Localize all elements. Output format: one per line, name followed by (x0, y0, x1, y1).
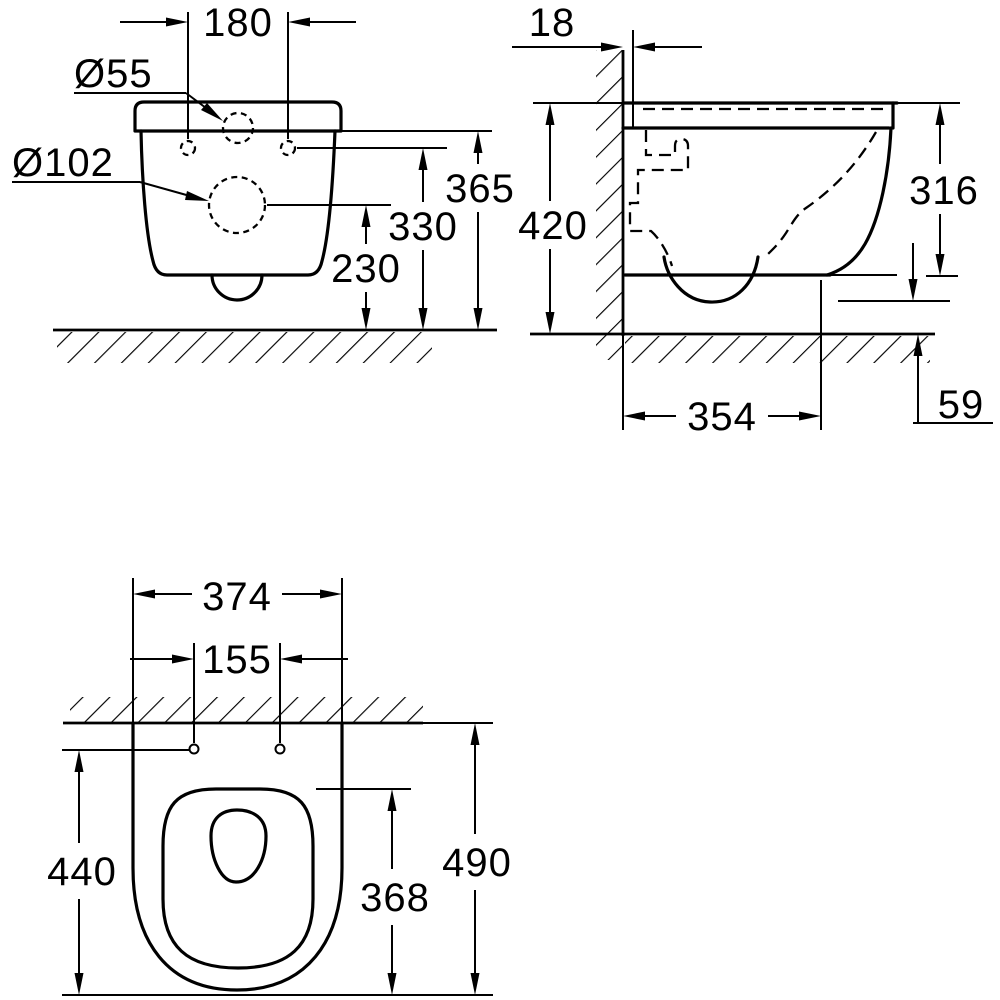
trap-curve (662, 255, 760, 304)
bowl-opening-outline (209, 808, 268, 884)
dim-plan-368-label: 368 (360, 876, 430, 920)
dim-side-depth-bowl: 354 (622, 280, 822, 439)
label-flush-hole: Ø55 (74, 52, 223, 121)
outer-outline (131, 721, 344, 992)
toilet-side-outline (533, 101, 960, 304)
side-wall (596, 30, 634, 360)
side-view: 18 420 316 354 (512, 1, 993, 439)
dim-side-height-bowl: 316 (909, 103, 979, 277)
drain-hole-circle (207, 175, 267, 235)
dim-side-height-total: 420 (518, 103, 588, 334)
bowl-body (139, 129, 337, 277)
dim-plan-155-label: 155 (202, 638, 272, 682)
dim-front-height-holes: 330 (297, 147, 458, 330)
dim-plan-depth-total: 490 (442, 723, 512, 995)
dim-plan-seat-depth: 368 (316, 788, 430, 995)
dim-front-o102-label: Ø102 (12, 141, 114, 185)
dim-front-hole-spacing: 180 (120, 1, 356, 139)
wall-hatch (596, 50, 623, 360)
plan-view: 374 155 440 368 (47, 575, 512, 996)
dim-side-354-label: 354 (687, 395, 757, 439)
cistern-rim (133, 100, 343, 133)
bowl-front-curve (825, 126, 893, 277)
dim-front-height-drain: 230 (267, 204, 401, 330)
dim-side-outlet-clearance: 59 (838, 243, 993, 427)
dim-plan-depth-to-holes: 440 (47, 749, 189, 995)
dim-front-230-label: 230 (331, 247, 401, 291)
dim-plan-490-label: 490 (442, 841, 512, 885)
mounting-hole-right (279, 139, 297, 157)
mounting-hole-left (179, 139, 197, 157)
floor-hatch (57, 332, 432, 363)
dim-front-365-label: 365 (445, 167, 515, 211)
plan-wall (63, 697, 493, 725)
dim-side-316-label: 316 (909, 169, 979, 213)
dim-front-180-label: 180 (203, 1, 273, 45)
dim-side-59-label: 59 (938, 383, 985, 427)
toilet-plan-outline (131, 721, 344, 992)
label-drain-hole: Ø102 (12, 141, 209, 201)
front-floor (53, 328, 497, 363)
front-view: 180 Ø55 Ø102 365 3 (12, 1, 515, 363)
dim-plan-374-label: 374 (202, 575, 272, 619)
drain-bump (210, 273, 264, 302)
dim-plan-hole-spacing: 155 (130, 638, 348, 743)
bowl-inner-hidden-line (764, 131, 877, 258)
dim-plan-width: 374 (132, 575, 343, 723)
dim-plan-440-label: 440 (47, 850, 117, 894)
dim-side-wall-gap: 18 (512, 1, 702, 52)
dim-front-o55-label: Ø55 (74, 52, 153, 96)
mounting-hole-left (188, 743, 200, 755)
dim-front-height-rim: 365 (341, 130, 515, 330)
floor-hatch (625, 336, 930, 363)
seat-rim-outline (161, 787, 315, 970)
mounting-hole-right (274, 743, 286, 755)
dim-side-18-label: 18 (529, 1, 576, 45)
dim-side-420-label: 420 (518, 204, 588, 248)
wall-hatch (70, 697, 423, 723)
toilet-front-outline (133, 100, 343, 302)
flush-channel-hidden-line (628, 130, 690, 267)
flush-hole-circle (221, 111, 255, 145)
dim-front-330-label: 330 (388, 205, 458, 249)
side-floor (530, 332, 935, 363)
